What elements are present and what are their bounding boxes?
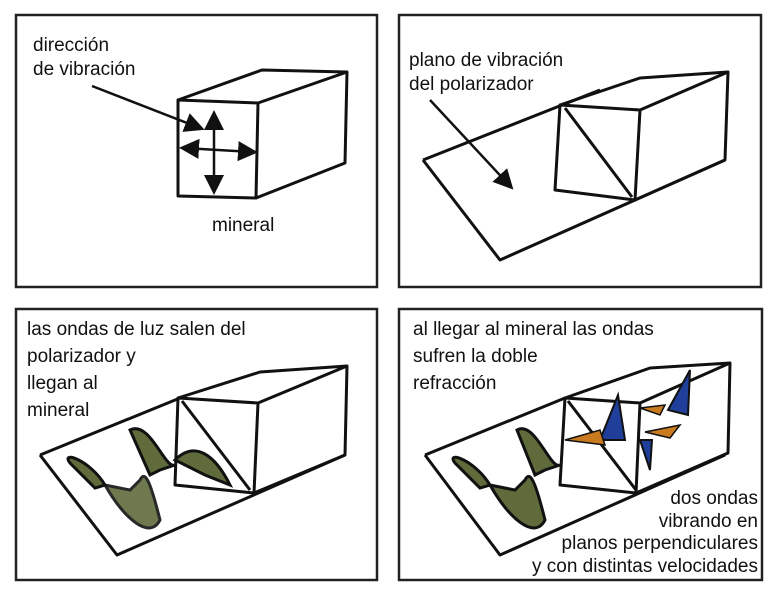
green-wave [66, 427, 234, 530]
panel-3-frame [14, 307, 379, 582]
label-mineral: mineral [212, 215, 275, 236]
label-line: dos ondas [670, 488, 758, 509]
label-line: mineral [27, 400, 90, 421]
green-wave-2 [451, 427, 561, 530]
label-line: llegan al [27, 373, 98, 394]
label-line: planos perpendiculares [561, 533, 758, 554]
panel-1-frame [14, 13, 379, 289]
wave-to-mineral [38, 364, 349, 557]
label-line: al llegar al mineral las ondas [413, 319, 654, 340]
label-line: sufren la doble [413, 346, 538, 367]
label-line: vibrando en [658, 510, 758, 532]
label-line: dirección [33, 35, 110, 56]
label-line: polarizador y [27, 346, 136, 367]
double-refraction [423, 361, 732, 557]
caption-panel-3: las ondas de luz salen del polarizador y… [27, 316, 246, 424]
polarizer-plane [421, 70, 730, 262]
orange-wave [564, 404, 682, 446]
blue-wave [598, 369, 691, 471]
label-line: las ondas de luz salen del [27, 319, 246, 340]
caption-panel-4: al llegar al mineral las ondas sufren la… [413, 316, 654, 397]
vibration-arrows [91, 84, 258, 195]
label-line: del polarizador [409, 74, 534, 95]
label-line: plano de vibración [409, 50, 564, 71]
mineral-box [176, 68, 349, 200]
label-vibration-direction: dirección de vibración [33, 34, 135, 82]
panel-4-frame [397, 307, 764, 582]
label-line: refracción [413, 373, 497, 394]
label-polarizer-plane: plano de vibración del polarizador [409, 49, 563, 97]
panel-2-frame [397, 13, 763, 289]
label-line: y con distintas velocidades [531, 555, 758, 577]
label-two-waves: dos ondas vibrando en planos perpendicul… [532, 488, 758, 578]
label-line: de vibración [33, 59, 136, 80]
polarizer-arrow [429, 99, 514, 190]
